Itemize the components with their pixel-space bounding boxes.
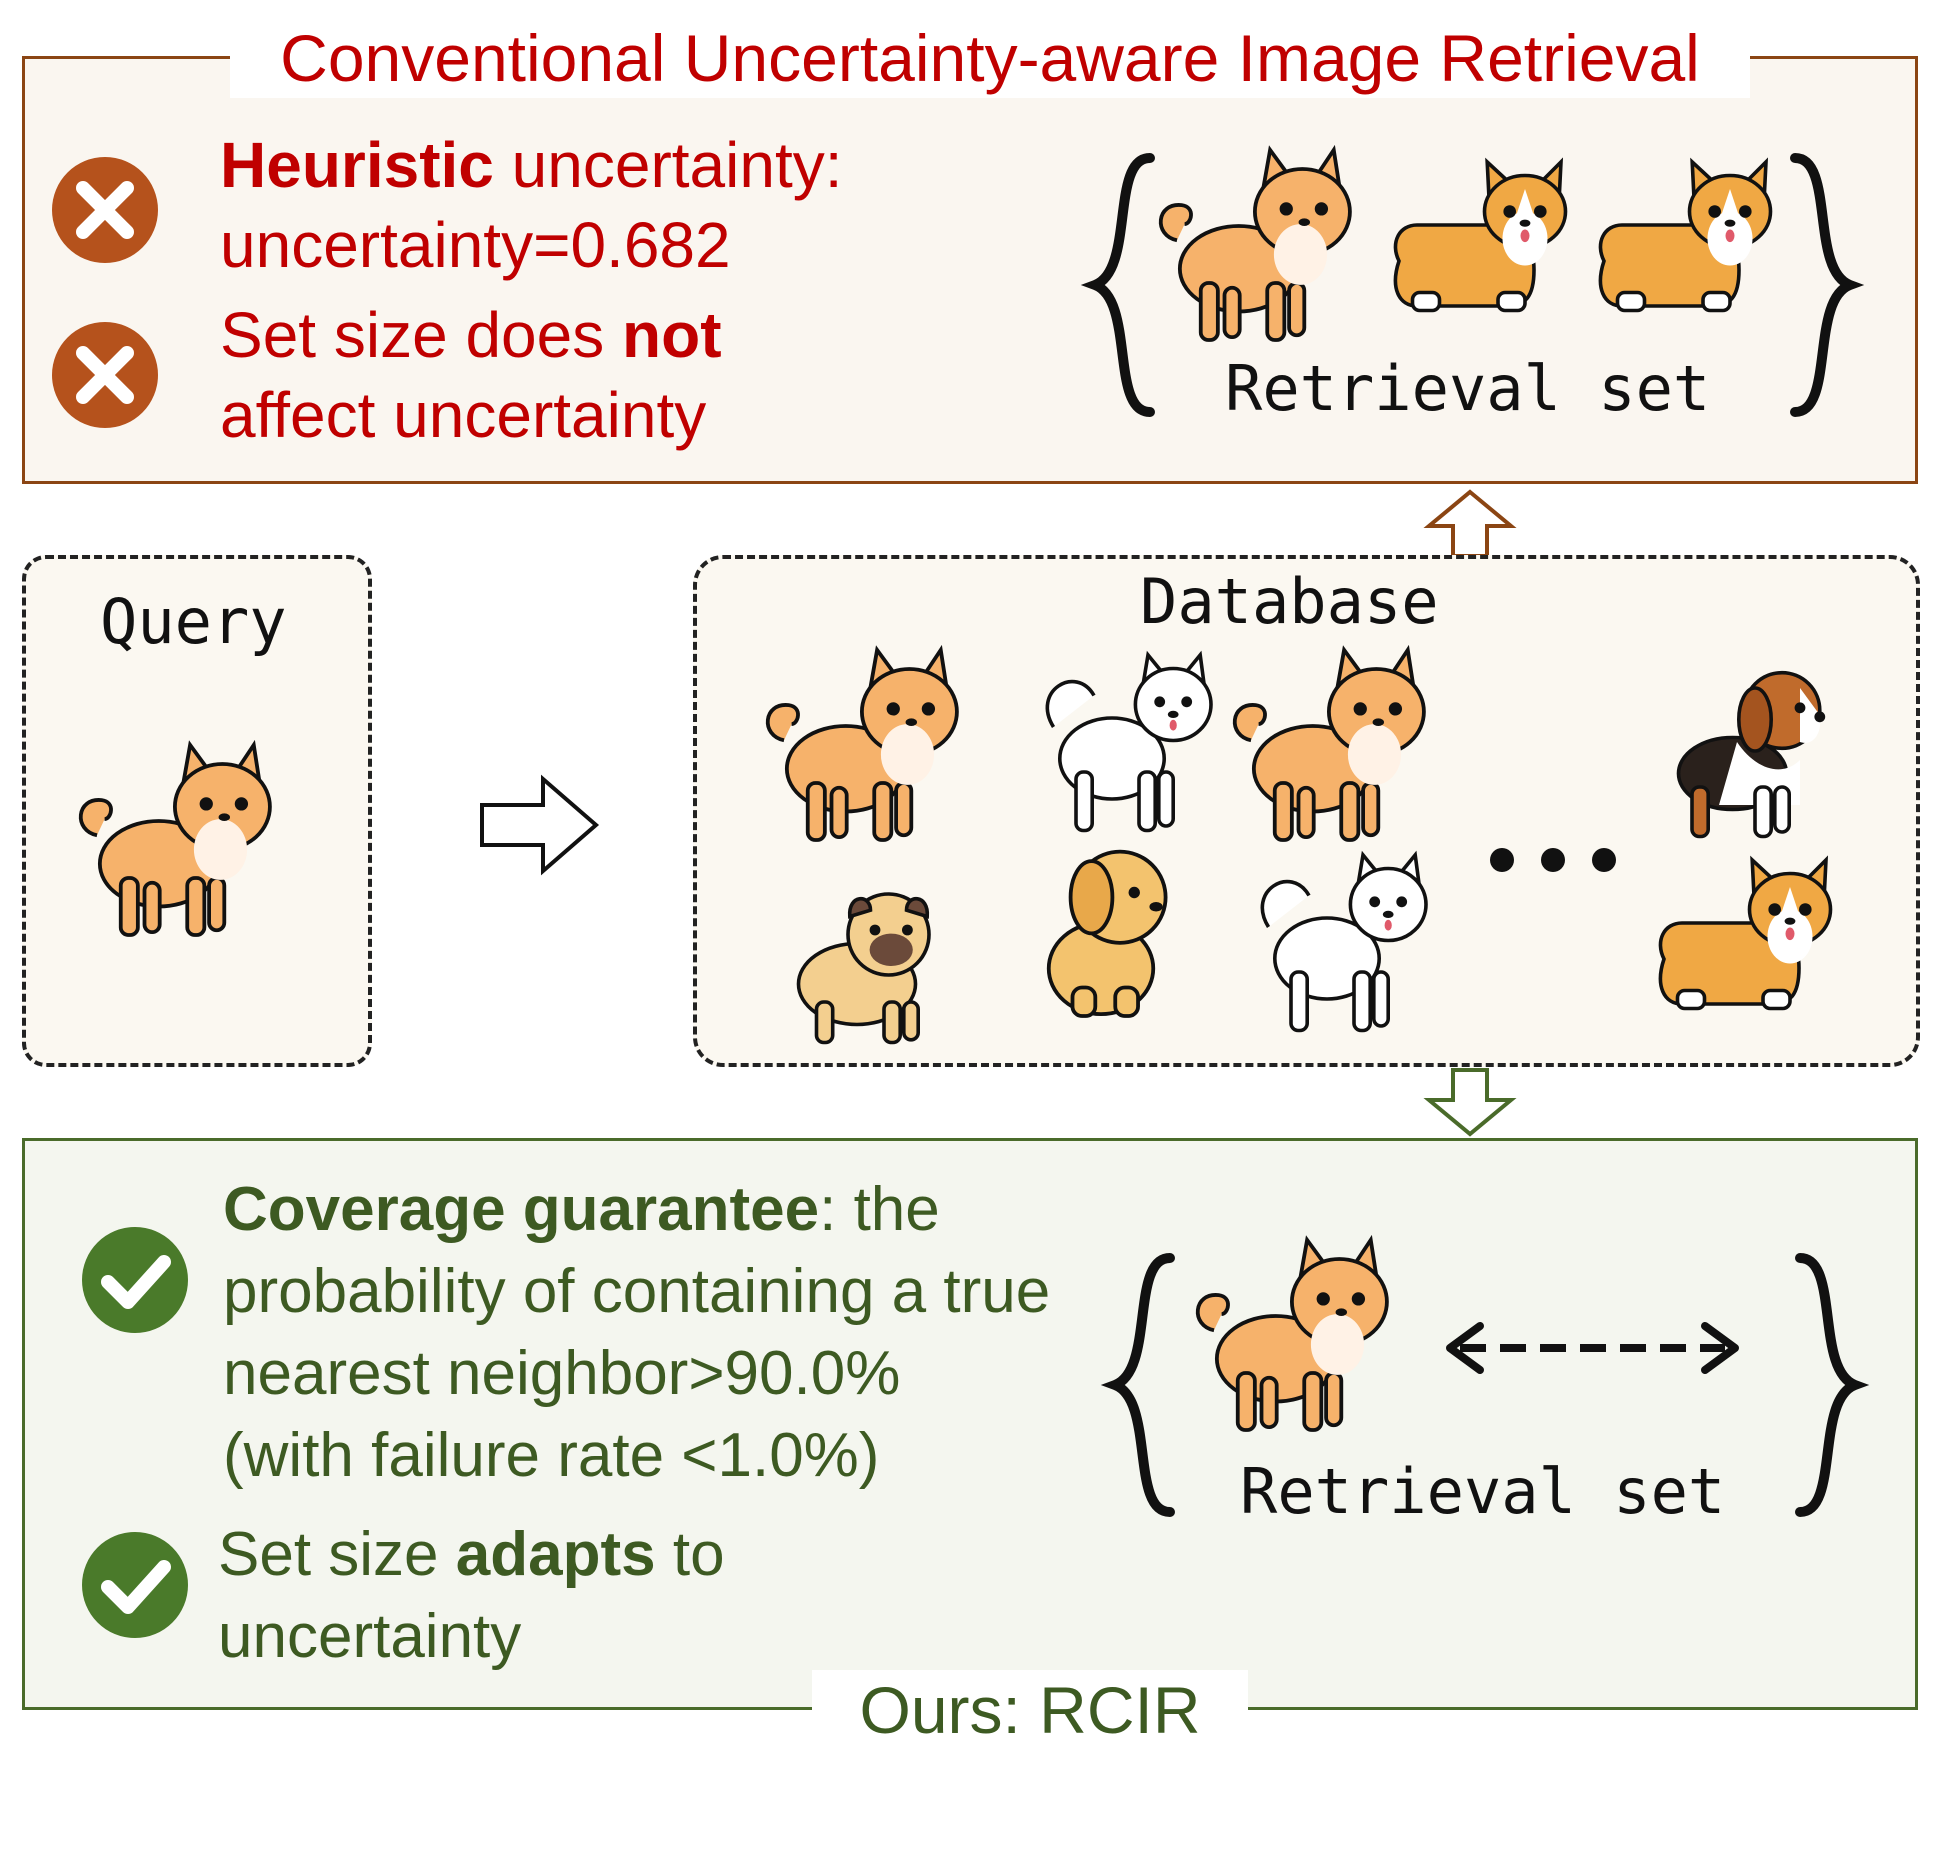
right-arrow-icon [480,774,600,876]
check-icon [80,1530,190,1640]
database-samoyed-image [1045,653,1213,833]
database-samoyed-image [1260,853,1428,1033]
cross-icon [50,155,160,265]
database-golden-puppy-image [1046,849,1168,1018]
cross-icon [50,320,160,430]
rcir-shiba-image [1195,1238,1389,1432]
database-shiba-image [1232,648,1426,842]
set-size-not-line: Set size does not [220,299,722,371]
corgi-dog-image [1598,160,1773,313]
right-brace [1790,153,1865,417]
database-beagle-image [1676,670,1827,839]
retrieval-set-label: Retrieval set [1240,1455,1726,1528]
affect-uncertainty-line: affect uncertainty [220,379,707,451]
right-brace [1795,1253,1870,1517]
query-shiba-image [78,743,272,937]
query-label: Query [100,585,287,658]
database-corgi-image [1658,858,1833,1011]
coverage-guarantee-line: Coverage guarantee: the [223,1175,940,1244]
left-brace [1080,153,1155,417]
coverage-line-4: (with failure rate <1.0%) [223,1421,880,1490]
adapts-uncertainty-line: uncertainty [218,1602,522,1671]
rcir-panel-title: Ours: RCIR [812,1670,1248,1750]
conventional-panel-title: Conventional Uncertainty-aware Image Ret… [230,18,1750,98]
double-arrow-icon [1446,1322,1739,1374]
ellipsis-icon [1490,848,1616,872]
up-arrow-icon [1423,489,1517,558]
coverage-line-2: probability of containing a true [223,1257,1051,1326]
uncertainty-value: uncertainty=0.682 [220,209,731,281]
down-arrow-icon [1423,1068,1517,1137]
database-pug-image [796,892,931,1045]
shiba-dog-image [1158,148,1352,342]
retrieval-set-label: Retrieval set [1225,352,1711,425]
set-size-adapts-line: Set size adapts to [218,1520,725,1589]
coverage-line-3: nearest neighbor>90.0% [223,1339,901,1408]
rcir-panel [22,1138,1918,1710]
heuristic-uncertainty-line: Heuristic uncertainty: [220,129,843,201]
left-brace [1100,1253,1175,1517]
database-label: Database [1140,565,1439,638]
corgi-dog-image [1393,160,1568,313]
check-icon [80,1225,190,1335]
database-shiba-image [765,648,959,842]
